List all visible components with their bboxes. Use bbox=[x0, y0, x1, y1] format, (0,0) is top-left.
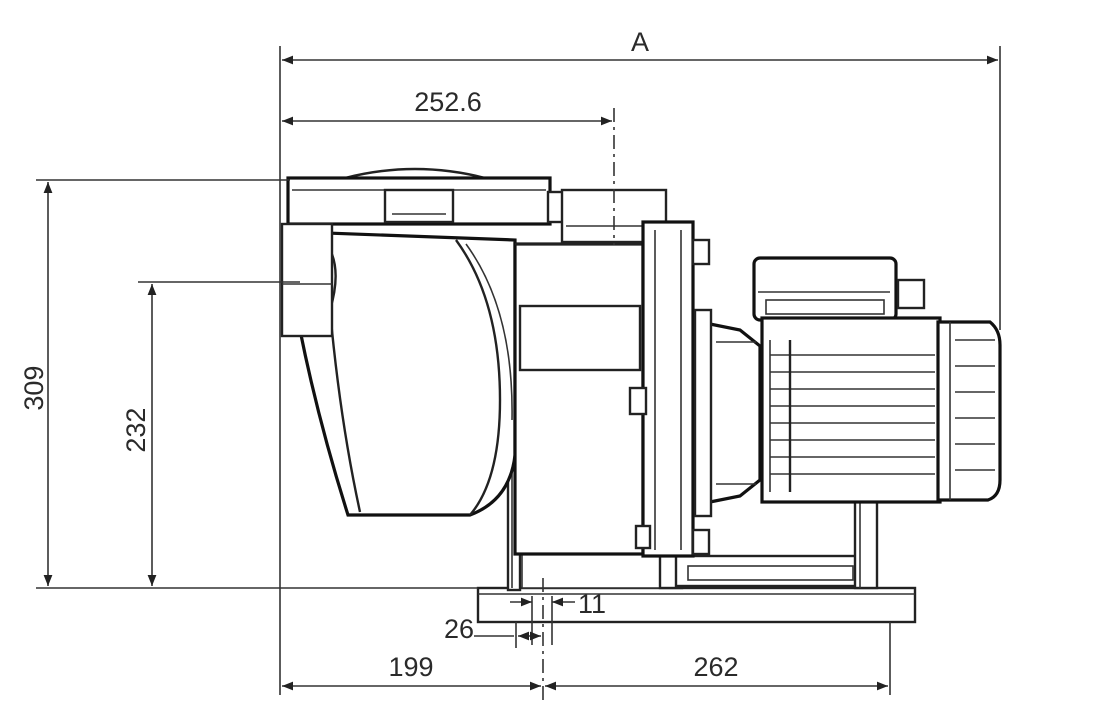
dimension-262: 262 bbox=[545, 652, 888, 691]
dimension-199: 199 bbox=[282, 652, 541, 691]
motor-foot bbox=[674, 500, 879, 590]
strainer-lid bbox=[286, 167, 568, 226]
pump-body bbox=[513, 188, 668, 556]
base-plate bbox=[476, 586, 917, 624]
dimension-11-label: 11 bbox=[578, 589, 606, 619]
inlet-port bbox=[280, 222, 334, 338]
dimension-309: 309 bbox=[19, 182, 53, 586]
motor-adapter bbox=[693, 308, 762, 518]
dimension-252-6: 252.6 bbox=[282, 87, 612, 126]
motor-fan-cover bbox=[936, 320, 1002, 502]
pump-flange bbox=[628, 220, 711, 558]
dimension-26: 26 bbox=[444, 614, 541, 644]
dimension-26-label: 26 bbox=[444, 614, 474, 644]
dimension-199-label: 199 bbox=[388, 652, 433, 682]
dimension-a-label: A bbox=[631, 27, 649, 57]
dimension-11: 11 bbox=[510, 589, 606, 619]
dimension-262-label: 262 bbox=[693, 652, 738, 682]
extension-lines bbox=[36, 46, 1001, 700]
dimension-252-6-label: 252.6 bbox=[414, 87, 482, 117]
dimension-309-label: 309 bbox=[19, 366, 49, 411]
dimension-232: 232 bbox=[121, 284, 157, 586]
dimension-a: A bbox=[282, 27, 998, 65]
dimension-232-label: 232 bbox=[121, 408, 151, 453]
motor-body bbox=[760, 316, 942, 504]
